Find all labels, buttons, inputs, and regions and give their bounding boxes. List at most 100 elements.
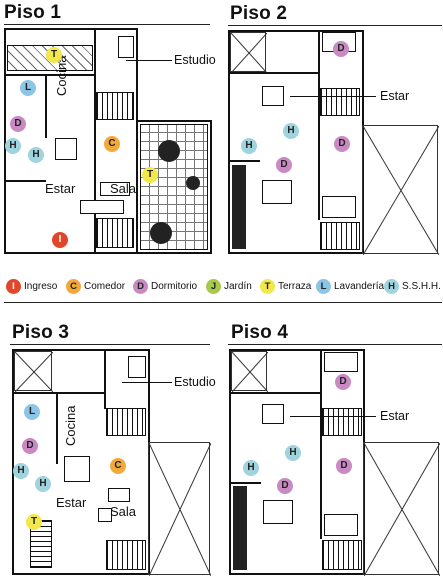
shaft-void bbox=[231, 351, 268, 392]
dining-table bbox=[64, 456, 90, 482]
room-label-sala: Sala bbox=[110, 504, 137, 519]
badge-sshh: H bbox=[28, 147, 44, 163]
sofa bbox=[262, 404, 284, 424]
wall bbox=[6, 180, 46, 182]
floor-title: Piso 3 bbox=[12, 322, 70, 343]
desk bbox=[118, 36, 134, 58]
plant bbox=[186, 176, 200, 190]
legend-swatch: L bbox=[316, 278, 331, 294]
legend-label: Comedor bbox=[84, 280, 126, 292]
legend-swatch: H bbox=[384, 278, 399, 294]
legend-label: Dormitorio bbox=[151, 280, 198, 292]
floor-title: Piso 1 bbox=[4, 2, 62, 23]
badge-sshh: H bbox=[13, 463, 29, 479]
legend-label: S.S.H.H. bbox=[402, 280, 441, 292]
terrace-void bbox=[363, 442, 440, 576]
room-label-estar: Estar bbox=[56, 495, 87, 510]
terrace-void bbox=[148, 442, 211, 576]
callout-leader bbox=[290, 416, 376, 417]
legend-label: Lavandería bbox=[334, 280, 385, 292]
badge-sshh: H bbox=[285, 445, 301, 461]
legend-label: Terraza bbox=[278, 280, 312, 292]
wall bbox=[231, 482, 261, 484]
bed bbox=[322, 196, 356, 218]
dining-table bbox=[55, 138, 77, 160]
badge-dormitorio: D bbox=[10, 116, 26, 132]
badge-sshh: H bbox=[283, 123, 299, 139]
wall bbox=[318, 30, 320, 220]
title-rule bbox=[228, 344, 442, 345]
staircase bbox=[322, 408, 362, 436]
badge-comedor: C bbox=[110, 458, 126, 474]
staircase bbox=[96, 92, 134, 120]
wall bbox=[230, 72, 320, 74]
legend-label: Ingreso bbox=[24, 280, 58, 292]
badge-terraza: T bbox=[142, 167, 158, 183]
callout-leader bbox=[122, 382, 172, 383]
badge-dormitorio: D bbox=[336, 458, 352, 474]
badge-ingreso: I bbox=[52, 232, 68, 248]
legend-swatch: J bbox=[206, 278, 221, 294]
sofa bbox=[100, 182, 130, 196]
wall bbox=[6, 74, 96, 76]
legend-swatch: D bbox=[133, 278, 148, 294]
wall bbox=[230, 160, 260, 162]
bed bbox=[263, 500, 293, 524]
plant bbox=[158, 140, 180, 162]
wall bbox=[231, 392, 321, 394]
room-label-cocina: Cocina bbox=[63, 405, 78, 446]
legend-divider bbox=[4, 302, 442, 303]
badge-dormitorio: D bbox=[333, 41, 349, 57]
wall bbox=[104, 349, 106, 409]
badge-dormitorio: D bbox=[335, 374, 351, 390]
staircase bbox=[106, 540, 146, 570]
callout-estar: Estar bbox=[380, 409, 410, 423]
title-rule bbox=[228, 25, 442, 26]
bed bbox=[324, 514, 358, 536]
legend-swatch: C bbox=[66, 278, 81, 294]
badge-lavanderia: L bbox=[20, 80, 36, 96]
callout-estudio: Estudio bbox=[174, 375, 216, 389]
room-label-sala: Sala bbox=[110, 181, 137, 196]
badge-terraza: T bbox=[46, 47, 62, 63]
shaft-void bbox=[230, 32, 267, 73]
badge-terraza: T bbox=[26, 514, 42, 530]
badge-dormitorio: D bbox=[277, 478, 293, 494]
floor-title: Piso 2 bbox=[230, 3, 288, 24]
wall bbox=[56, 394, 58, 464]
badge-lavanderia: L bbox=[24, 404, 40, 420]
callout-leader bbox=[126, 60, 172, 61]
badge-dormitorio: D bbox=[334, 136, 350, 152]
wardrobe bbox=[233, 486, 247, 570]
badge-sshh: H bbox=[243, 460, 259, 476]
title-rule bbox=[10, 344, 210, 345]
badge-sshh: H bbox=[241, 138, 257, 154]
legend-swatch: I bbox=[6, 278, 21, 294]
legend-swatch: T bbox=[260, 278, 275, 294]
wall bbox=[14, 392, 104, 394]
badge-dormitorio: D bbox=[22, 438, 38, 454]
wardrobe bbox=[232, 165, 246, 249]
callout-leader bbox=[290, 96, 376, 97]
shaft-void bbox=[14, 351, 53, 392]
plant bbox=[150, 222, 172, 244]
terrace-void bbox=[362, 125, 439, 255]
desk bbox=[128, 356, 146, 378]
staircase bbox=[96, 218, 134, 248]
sofa bbox=[80, 200, 124, 214]
badge-sshh: H bbox=[35, 476, 51, 492]
bed bbox=[324, 352, 358, 372]
title-rule bbox=[4, 24, 210, 25]
badge-sshh: H bbox=[5, 138, 21, 154]
legend-label: Jardín bbox=[224, 280, 252, 292]
callout-estudio: Estudio bbox=[174, 53, 216, 67]
bed bbox=[262, 180, 292, 204]
armchair bbox=[98, 508, 112, 522]
staircase bbox=[322, 540, 362, 570]
floor-title: Piso 4 bbox=[231, 322, 289, 343]
callout-estar: Estar bbox=[380, 89, 410, 103]
